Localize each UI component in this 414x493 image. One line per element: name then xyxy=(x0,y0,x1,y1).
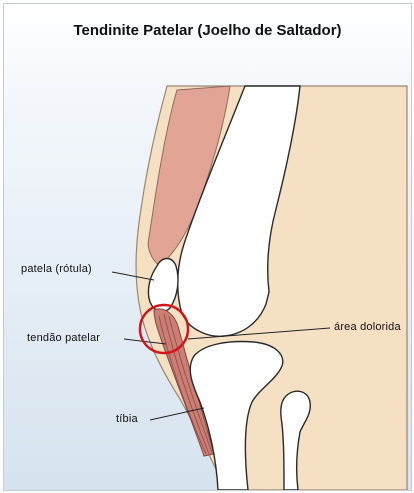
tibia-label: tíbia xyxy=(116,413,138,425)
knee-diagram: Tendinite Patelar (Joelho de Saltador) xyxy=(3,3,412,491)
knee-illustration xyxy=(4,4,411,490)
pain-area-label: área dolorida xyxy=(334,321,401,333)
patella-label: patela (rótula) xyxy=(21,263,92,275)
tendon-label: tendão patelar xyxy=(27,332,100,344)
